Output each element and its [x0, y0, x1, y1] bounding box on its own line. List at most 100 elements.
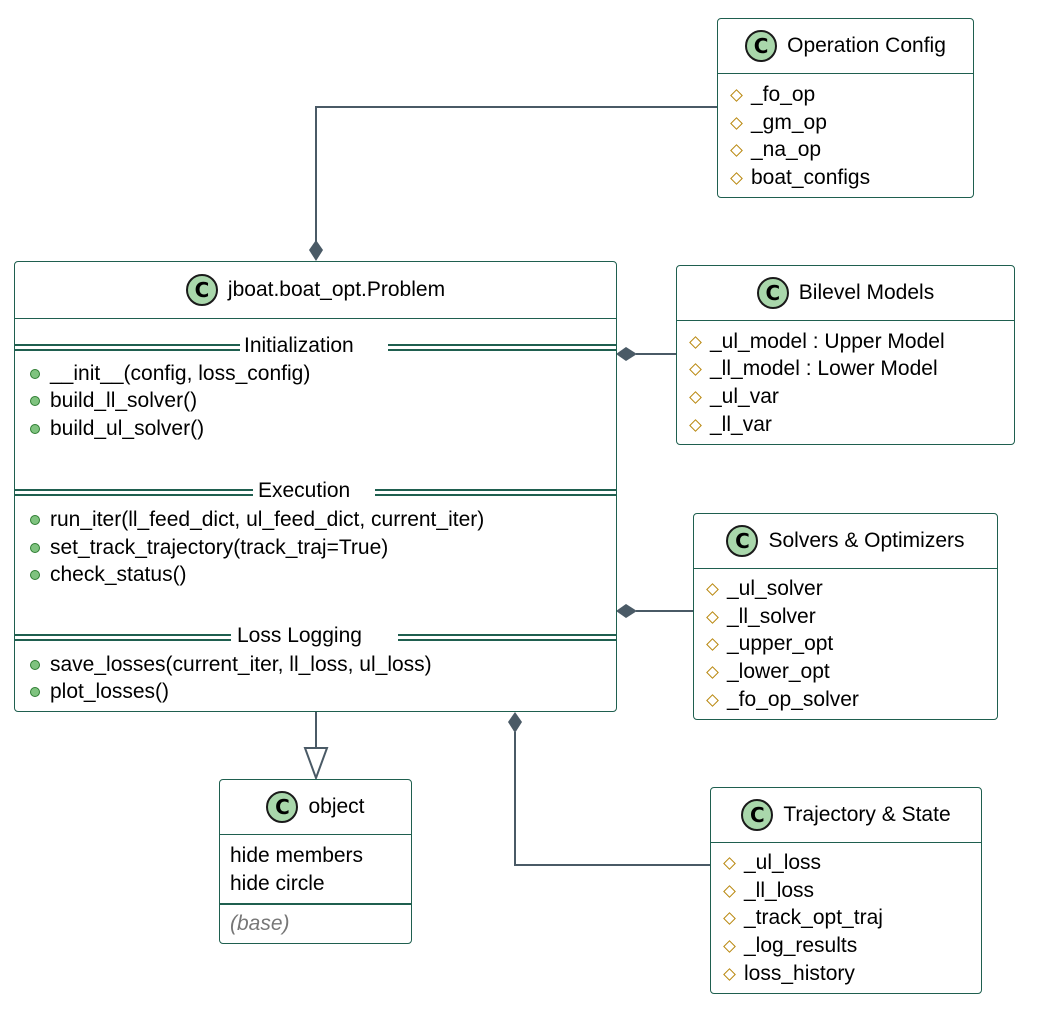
field-row: _ll_solver: [704, 603, 816, 631]
class-icon: C: [741, 799, 774, 831]
class-header: C Operation Config: [718, 19, 973, 73]
composition-diamond-solvers-optimizers: [616, 604, 637, 618]
field-diamond-icon: [723, 939, 736, 953]
class-title: Bilevel Models: [798, 281, 935, 304]
divider: [220, 834, 411, 835]
method-row: run_iter(ll_feed_dict, ul_feed_dict, cur…: [25, 506, 484, 534]
object-line: hide circle: [230, 872, 325, 895]
field-row: _gm_op: [728, 109, 827, 137]
class-title: Operation Config: [787, 34, 946, 57]
method-row: set_track_trajectory(track_traj=True): [25, 534, 388, 562]
method-dot-icon: [30, 515, 40, 525]
field-row: _ul_var: [687, 383, 779, 411]
field-row: _na_op: [728, 136, 821, 164]
class-header: C Solvers & Optimizers: [694, 514, 997, 568]
inheritance-arrow-object: [303, 747, 329, 781]
composition-diamond-bilevel-models: [616, 347, 637, 361]
method-row: build_ul_solver(): [25, 415, 204, 443]
class-title: Trajectory & State: [783, 803, 951, 826]
method-dot-icon: [30, 660, 40, 670]
field-diamond-icon: [706, 693, 719, 707]
edge-trajectory-state: [514, 732, 710, 866]
object-line: hide members: [230, 844, 364, 867]
divider: [15, 318, 616, 319]
section-label: Execution: [258, 479, 351, 503]
field-diamond-icon: [706, 665, 719, 679]
class-header: C Bilevel Models: [677, 266, 1014, 320]
field-row: _fo_op_solver: [704, 686, 859, 714]
class-solvers-optimizers[interactable]: C Solvers & Optimizers _ul_solver _ll_so…: [693, 513, 998, 720]
method-row: save_losses(current_iter, ll_loss, ul_lo…: [25, 651, 432, 679]
field-row: _upper_opt: [704, 630, 833, 658]
composition-diamond-trajectory-state: [508, 712, 522, 733]
field-diamond-icon: [730, 88, 743, 102]
divider: [677, 320, 1014, 321]
class-icon: C: [745, 30, 778, 62]
field-diamond-icon: [723, 884, 736, 898]
class-trajectory-state[interactable]: C Trajectory & State _ul_loss _ll_loss _…: [710, 787, 982, 994]
section-label: Initialization: [244, 334, 354, 358]
class-bilevel-models[interactable]: C Bilevel Models _ul_model : Upper Model…: [676, 265, 1015, 445]
class-icon: C: [185, 274, 218, 306]
method-dot-icon: [30, 543, 40, 553]
method-dot-icon: [30, 687, 40, 697]
field-row: _lower_opt: [704, 658, 830, 686]
class-title: object: [308, 795, 365, 818]
method-dot-icon: [30, 570, 40, 580]
field-diamond-icon: [689, 335, 702, 349]
field-row: _track_opt_traj: [721, 904, 883, 932]
class-header: C jboat.boat_opt.Problem: [15, 262, 616, 318]
section-separator: Execution: [15, 479, 616, 503]
field-row: _ll_model : Lower Model: [687, 355, 938, 383]
field-row: loss_history: [721, 960, 855, 988]
field-row: _ul_loss: [721, 849, 821, 877]
field-diamond-icon: [730, 171, 743, 185]
field-row: _ll_var: [687, 411, 772, 439]
field-row: _ul_solver: [704, 575, 823, 603]
field-diamond-icon: [730, 116, 743, 130]
method-dot-icon: [30, 369, 40, 379]
method-dot-icon: [30, 424, 40, 434]
field-row: _log_results: [721, 932, 857, 960]
composition-diamond-operation-config: [309, 240, 323, 261]
class-problem[interactable]: C jboat.boat_opt.Problem Initialization …: [14, 261, 617, 712]
field-row: _ul_model : Upper Model: [687, 328, 945, 356]
object-note: (base): [230, 912, 290, 935]
field-diamond-icon: [706, 637, 719, 651]
divider: [694, 568, 997, 569]
class-title: Solvers & Optimizers: [768, 529, 965, 552]
field-row: _ll_loss: [721, 877, 814, 905]
field-row: _fo_op: [728, 81, 815, 109]
field-row: boat_configs: [728, 164, 870, 192]
field-diamond-icon: [723, 911, 736, 925]
class-header: C object: [220, 780, 411, 834]
method-row: __init__(config, loss_config): [25, 360, 310, 388]
section-separator: Initialization: [15, 334, 616, 358]
field-diamond-icon: [689, 390, 702, 404]
field-diamond-icon: [706, 582, 719, 596]
class-icon: C: [726, 525, 759, 557]
divider: [711, 842, 981, 843]
field-diamond-icon: [689, 418, 702, 432]
class-icon: C: [266, 791, 299, 823]
method-row: build_ll_solver(): [25, 387, 197, 415]
divider: [718, 73, 973, 74]
class-operation-config[interactable]: C Operation Config _fo_op _gm_op _na_op …: [717, 18, 974, 198]
class-title: jboat.boat_opt.Problem: [227, 278, 446, 301]
class-object[interactable]: C object hide members hide circle (base): [219, 779, 412, 944]
field-diamond-icon: [730, 143, 743, 157]
section-separator: Loss Logging: [15, 624, 616, 648]
field-diamond-icon: [706, 610, 719, 624]
method-row: check_status(): [25, 561, 187, 589]
divider: [220, 903, 411, 905]
edge-operation-config: [315, 106, 717, 245]
class-icon: C: [756, 277, 789, 309]
section-label: Loss Logging: [237, 624, 362, 648]
field-diamond-icon: [723, 967, 736, 981]
field-diamond-icon: [689, 362, 702, 376]
class-header: C Trajectory & State: [711, 788, 981, 842]
field-diamond-icon: [723, 856, 736, 870]
method-dot-icon: [30, 396, 40, 406]
method-row: plot_losses(): [25, 678, 169, 706]
